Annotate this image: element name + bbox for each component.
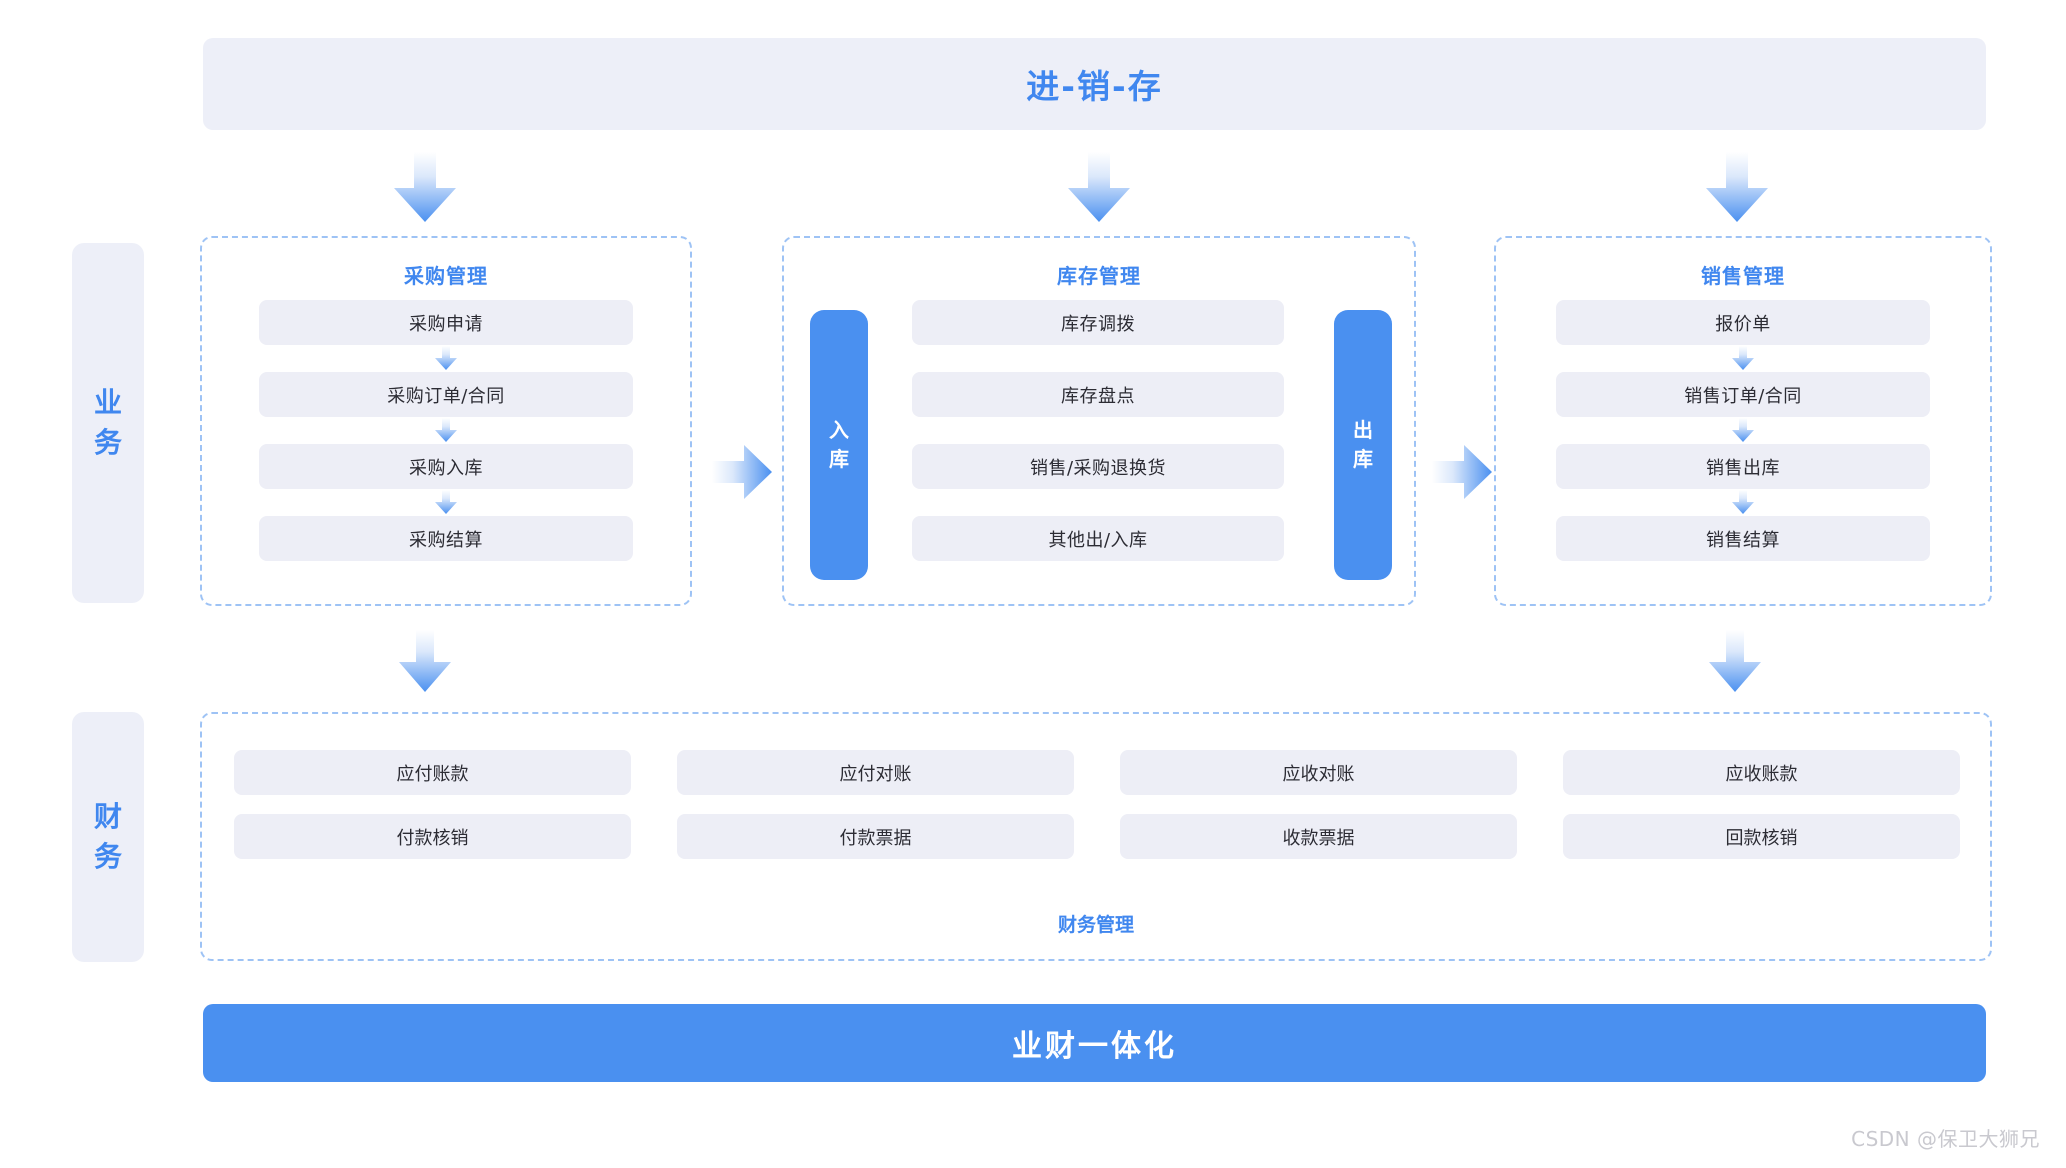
arrow-down-purchase-to-finance-icon — [399, 630, 451, 692]
sales-step-1[interactable]: 报价单 — [1556, 300, 1930, 345]
arrow-down-to-inventory-icon — [1068, 152, 1130, 222]
sales-step-arrow-2-icon — [1556, 417, 1930, 444]
footer-title: 业财一体化 — [1012, 1029, 1177, 1064]
header-banner: 进-销-存 — [203, 38, 1986, 130]
page-title: 进-销-存 — [1026, 67, 1163, 106]
arrow-right-purchase-to-inventory-icon — [712, 445, 772, 499]
sales-step-arrow-1-icon — [1556, 345, 1930, 372]
panel-finance-title: 财务管理 — [1057, 914, 1134, 936]
purchase-step-arrow-1-icon — [259, 345, 633, 372]
inventory-inbound-label: 入库 — [829, 418, 849, 471]
purchase-step-arrow-2-icon — [259, 417, 633, 444]
inventory-spacer-2 — [912, 417, 1284, 444]
inventory-outbound-pill[interactable]: 出库 — [1334, 310, 1392, 580]
inventory-inbound-pill[interactable]: 入库 — [810, 310, 868, 580]
finance-cell-4[interactable]: 应收账款 — [1563, 750, 1960, 795]
arrow-down-sales-to-finance-icon — [1709, 630, 1761, 692]
purchase-step-arrow-3-icon — [259, 489, 633, 516]
finance-cell-6[interactable]: 付款票据 — [677, 814, 1074, 859]
inventory-spacer-1 — [912, 345, 1284, 372]
purchase-step-3[interactable]: 采购入库 — [259, 444, 633, 489]
panel-inventory-title: 库存管理 — [1057, 264, 1141, 288]
rail-business: 业务 — [72, 243, 144, 603]
arrow-down-to-purchase-icon — [394, 152, 456, 222]
sales-step-3[interactable]: 销售出库 — [1556, 444, 1930, 489]
purchase-flow-column: 采购申请 采购订单/合同 采购入库 采购结算 — [259, 300, 633, 561]
purchase-step-4[interactable]: 采购结算 — [259, 516, 633, 561]
panel-sales-management: 销售管理 报价单 销售订单/合同 销售出库 销售结算 — [1494, 236, 1992, 606]
finance-cell-3[interactable]: 应收对账 — [1120, 750, 1517, 795]
arrow-right-inventory-to-sales-icon — [1432, 445, 1492, 499]
rail-finance: 财务 — [72, 712, 144, 962]
inventory-item-4[interactable]: 其他出/入库 — [912, 516, 1284, 561]
inventory-item-column: 库存调拨 库存盘点 销售/采购退换货 其他出/入库 — [912, 300, 1284, 561]
finance-cell-2[interactable]: 应付对账 — [677, 750, 1074, 795]
inventory-item-3[interactable]: 销售/采购退换货 — [912, 444, 1284, 489]
panel-purchase-management: 采购管理 采购申请 采购订单/合同 采购入库 采购结算 — [200, 236, 692, 606]
sales-flow-column: 报价单 销售订单/合同 销售出库 销售结算 — [1556, 300, 1930, 561]
panel-sales-title: 销售管理 — [1701, 264, 1785, 288]
finance-cell-1[interactable]: 应付账款 — [234, 750, 631, 795]
inventory-item-1[interactable]: 库存调拨 — [912, 300, 1284, 345]
panel-purchase-title: 采购管理 — [404, 264, 488, 288]
watermark: CSDN @保卫大狮兄 — [1851, 1127, 2040, 1151]
inventory-outbound-label: 出库 — [1353, 418, 1373, 471]
panel-inventory-management: 库存管理 入库 库存调拨 库存盘点 销售/采购退换货 其他出/入库 出库 — [782, 236, 1416, 606]
footer-banner: 业财一体化 — [203, 1004, 1986, 1082]
sales-step-arrow-3-icon — [1556, 489, 1930, 516]
sales-step-4[interactable]: 销售结算 — [1556, 516, 1930, 561]
finance-grid: 应付账款 应付对账 应收对账 应收账款 付款核销 付款票据 收款票据 回款核销 — [234, 750, 1960, 859]
finance-cell-5[interactable]: 付款核销 — [234, 814, 631, 859]
finance-cell-7[interactable]: 收款票据 — [1120, 814, 1517, 859]
panel-finance-management: 应付账款 应付对账 应收对账 应收账款 付款核销 付款票据 收款票据 回款核销 … — [200, 712, 1992, 961]
sales-step-2[interactable]: 销售订单/合同 — [1556, 372, 1930, 417]
purchase-step-1[interactable]: 采购申请 — [259, 300, 633, 345]
purchase-step-2[interactable]: 采购订单/合同 — [259, 372, 633, 417]
rail-business-label: 业务 — [93, 386, 122, 459]
rail-finance-label: 财务 — [93, 800, 122, 873]
arrow-down-to-sales-icon — [1706, 152, 1768, 222]
finance-cell-8[interactable]: 回款核销 — [1563, 814, 1960, 859]
inventory-item-2[interactable]: 库存盘点 — [912, 372, 1284, 417]
inventory-spacer-3 — [912, 489, 1284, 516]
